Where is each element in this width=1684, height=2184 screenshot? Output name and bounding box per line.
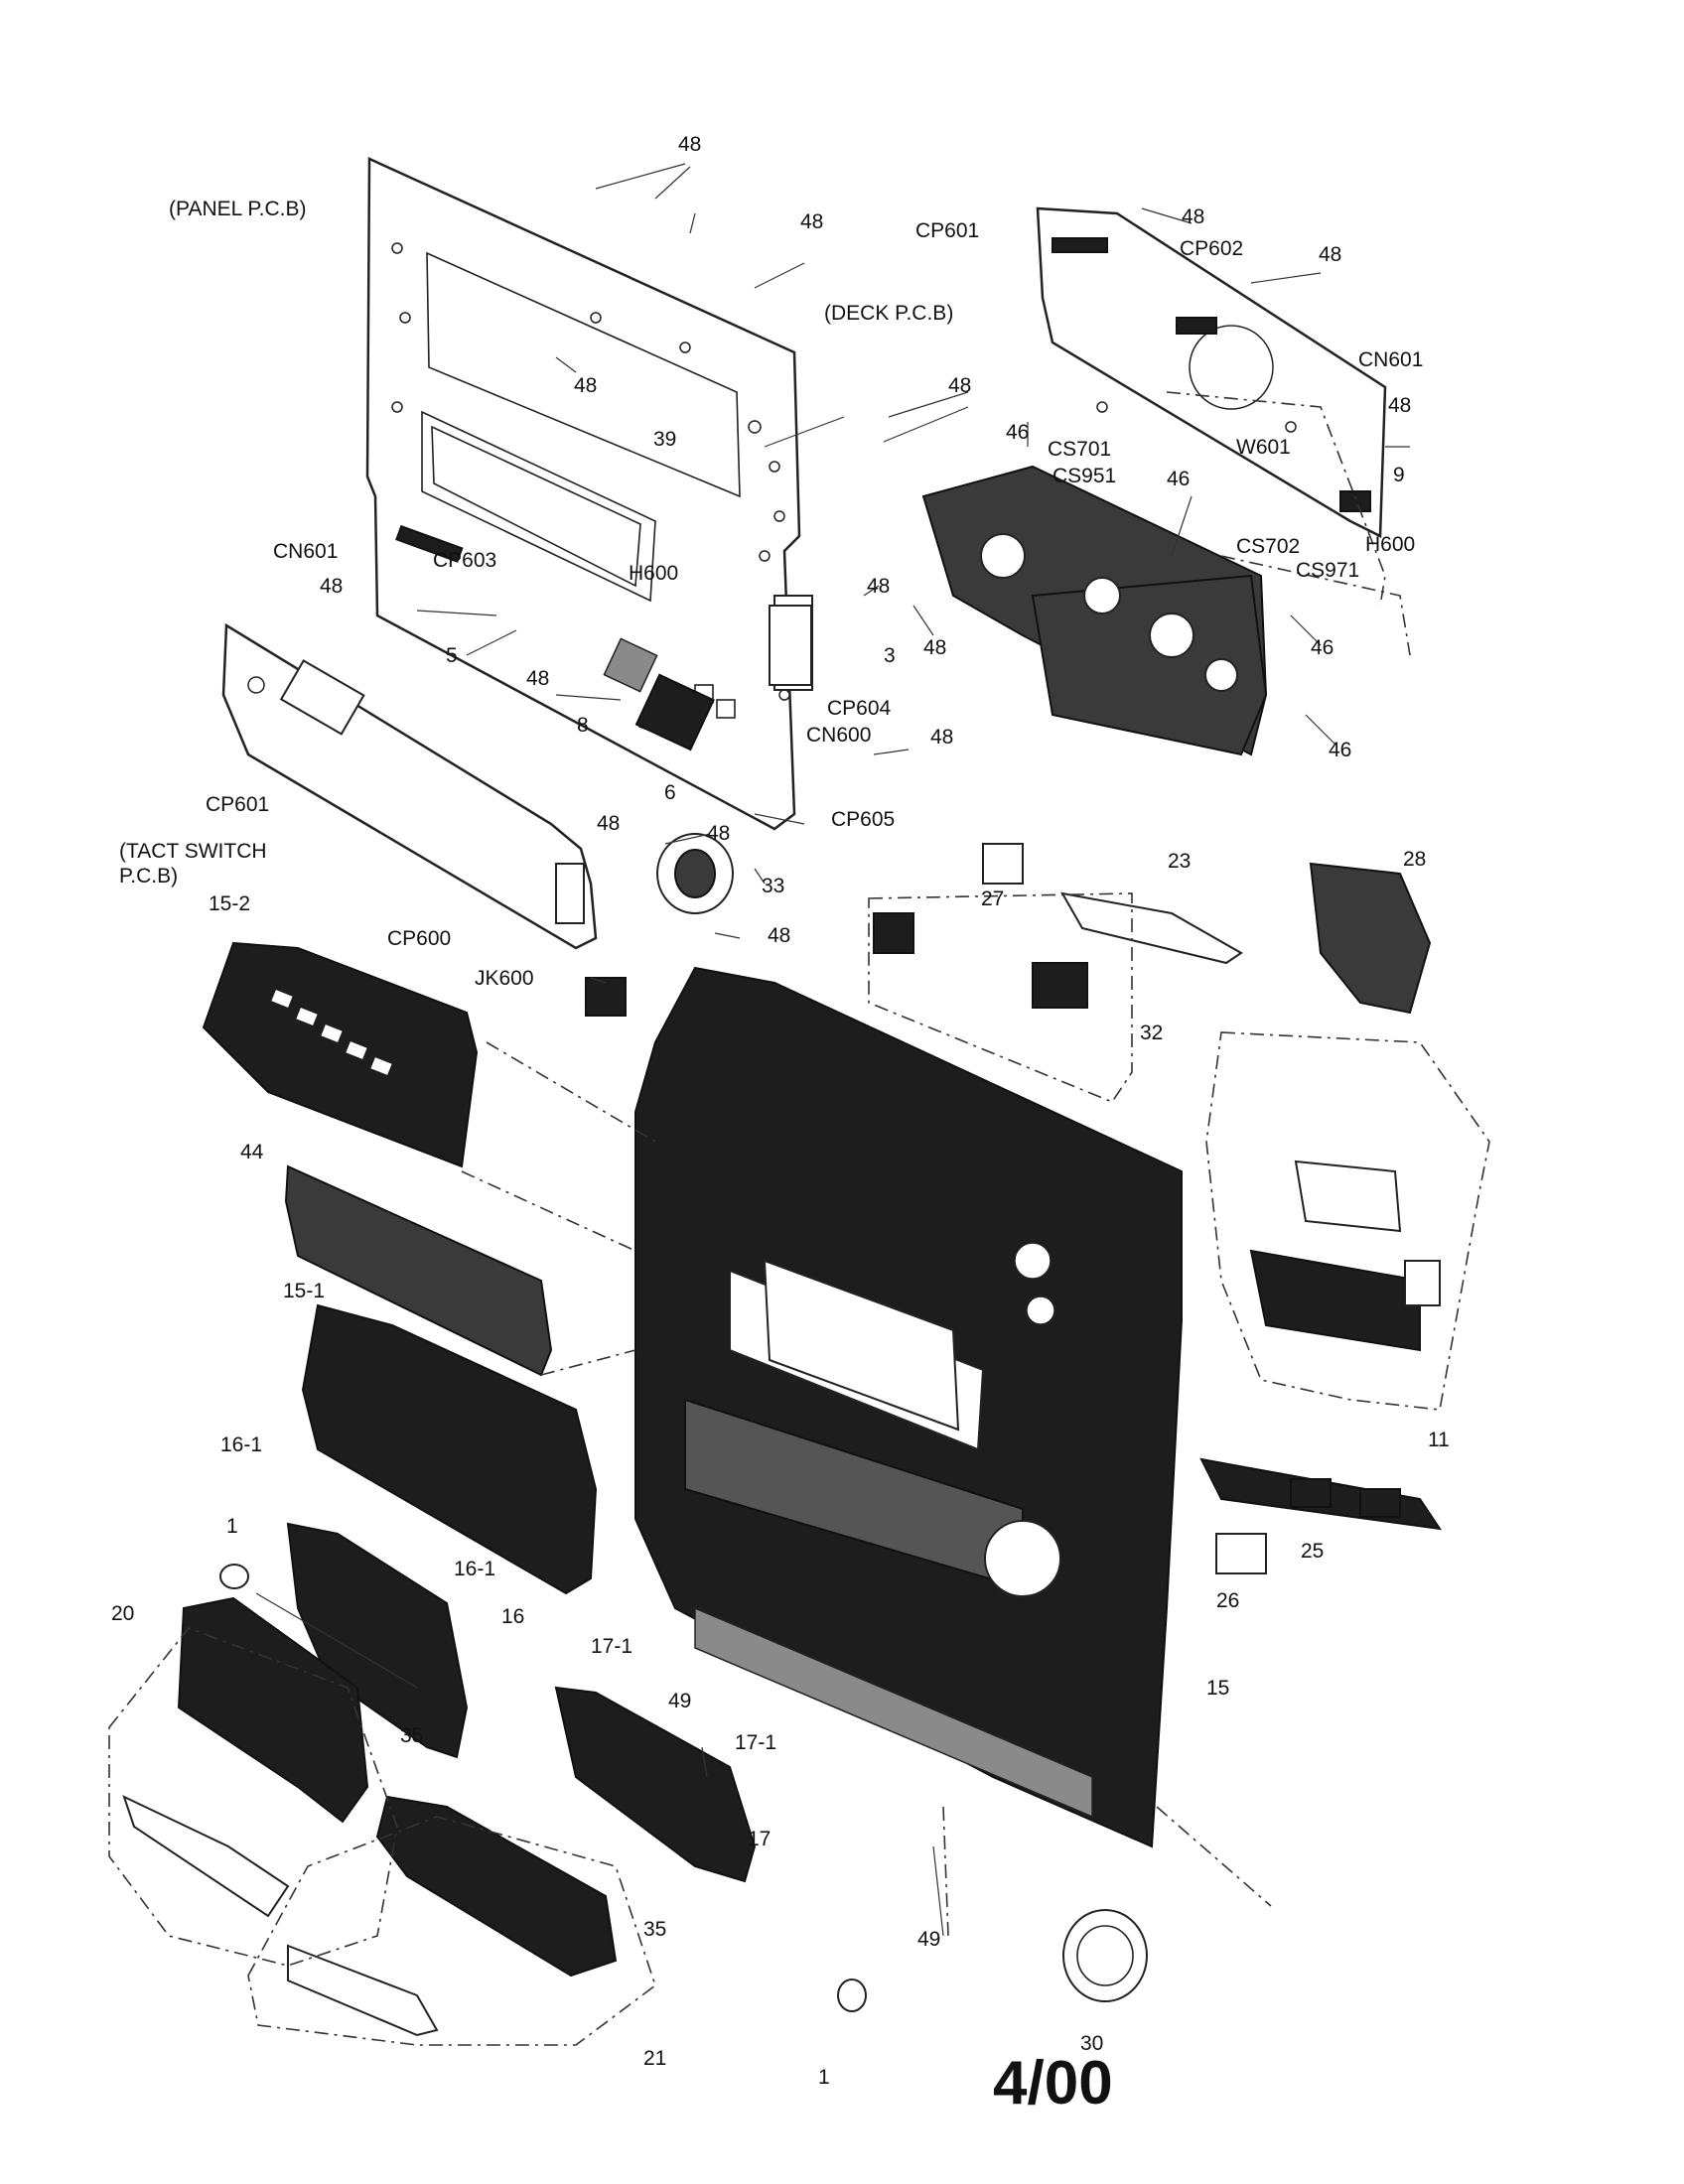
revision-code: 4/00 [993, 2049, 1113, 2117]
label-part-1: 1 [818, 2066, 830, 2089]
label-part-48: 48 [1388, 394, 1412, 417]
label-part-15: 15 [1206, 1677, 1230, 1700]
label-cn600: CN600 [806, 724, 872, 747]
label-w601: W601 [1236, 436, 1291, 459]
label-part-49: 49 [917, 1928, 941, 1951]
label-part-48: 48 [923, 636, 947, 659]
label-part-49: 49 [668, 1690, 692, 1712]
label-cp604: CP604 [827, 697, 892, 720]
label-part-16-1: 16-1 [220, 1433, 263, 1456]
label-cs701: CS701 [1048, 438, 1112, 461]
label-part-30: 30 [1080, 2032, 1104, 2055]
label-part-48: 48 [867, 575, 891, 598]
right-side-parts [873, 843, 1443, 1574]
label-part-15-1: 15-1 [283, 1280, 326, 1302]
label-part-9: 9 [1393, 464, 1405, 486]
label-part-48: 48 [678, 133, 702, 156]
label-cn601-panel: CN601 [273, 540, 339, 563]
label-tact-switch-line1: (TACT SWITCH [119, 840, 267, 863]
label-part-1: 1 [226, 1515, 238, 1538]
front-panel-15-2 [202, 941, 479, 1168]
label-part-48: 48 [930, 726, 954, 749]
panel-pcb-board [365, 157, 813, 831]
label-cp600: CP600 [387, 927, 452, 950]
label-part-23: 23 [1168, 850, 1192, 873]
label-part-48: 48 [574, 374, 598, 397]
label-part-20: 20 [111, 1602, 135, 1625]
label-part-48: 48 [1182, 205, 1205, 228]
label-part-46: 46 [1311, 636, 1334, 659]
main-cabinet-15 [634, 966, 1183, 1848]
lower-left-parts [122, 1522, 1148, 2037]
label-h600-panel: H600 [629, 562, 679, 585]
label-cs951: CS951 [1052, 465, 1117, 487]
label-part-17-1: 17-1 [591, 1635, 633, 1658]
label-part-44: 44 [240, 1141, 264, 1163]
label-part-26: 26 [1216, 1589, 1240, 1612]
deck-pcb-board [1036, 206, 1387, 538]
label-cp605: CP605 [831, 808, 896, 831]
label-part-35: 35 [643, 1918, 667, 1941]
label-jk600: JK600 [475, 967, 534, 990]
label-part-48: 48 [1319, 243, 1342, 266]
label-cp601-deck: CP601 [915, 219, 980, 242]
label-part-8: 8 [577, 714, 589, 737]
label-part-48: 48 [800, 210, 824, 233]
label-deck-pcb: (DECK P.C.B) [824, 302, 954, 325]
label-part-16: 16 [501, 1605, 525, 1628]
label-part-6: 6 [664, 781, 676, 804]
label-part-48: 48 [320, 575, 344, 598]
label-part-35: 35 [400, 1724, 424, 1747]
label-part-33: 33 [762, 875, 785, 897]
connector-parts [466, 605, 812, 1017]
label-part-5: 5 [446, 644, 458, 667]
label-part-46: 46 [1329, 739, 1352, 761]
label-part-46: 46 [1006, 421, 1030, 444]
label-part-27: 27 [981, 887, 1005, 910]
label-part-3: 3 [884, 644, 896, 667]
label-part-48: 48 [526, 667, 550, 690]
label-part-17: 17 [748, 1828, 772, 1850]
label-part-11: 11 [1428, 1429, 1450, 1451]
label-part-15-2: 15-2 [209, 892, 251, 915]
label-cp603: CP603 [433, 549, 497, 572]
label-part-48: 48 [768, 924, 791, 947]
label-h600-deck: H600 [1365, 533, 1416, 556]
label-cp602: CP602 [1180, 237, 1244, 260]
label-panel-pcb: (PANEL P.C.B) [169, 198, 307, 220]
deck-mechanism [921, 465, 1268, 756]
label-part-39: 39 [653, 428, 677, 451]
label-cp601-tact: CP601 [206, 793, 270, 816]
front-panel-15-1 [301, 1303, 598, 1595]
label-part-17-1: 17-1 [735, 1731, 777, 1754]
label-cs971: CS971 [1296, 559, 1360, 582]
label-part-25: 25 [1301, 1540, 1325, 1563]
label-part-16-1: 16-1 [454, 1558, 496, 1580]
tact-switch-pcb-board [221, 622, 598, 950]
label-part-48: 48 [707, 822, 731, 845]
label-cs702: CS702 [1236, 535, 1301, 558]
label-cn601-deck: CN601 [1358, 348, 1424, 371]
label-part-21: 21 [643, 2047, 667, 2070]
label-part-28: 28 [1403, 848, 1427, 871]
label-part-48: 48 [597, 812, 621, 835]
label-part-48: 48 [948, 374, 972, 397]
label-tact-switch-line2: P.C.B) [119, 865, 179, 887]
label-part-46: 46 [1167, 468, 1191, 490]
screw-leaders [255, 163, 1410, 1937]
label-part-32: 32 [1140, 1022, 1164, 1044]
group-outlines [108, 391, 1490, 2046]
